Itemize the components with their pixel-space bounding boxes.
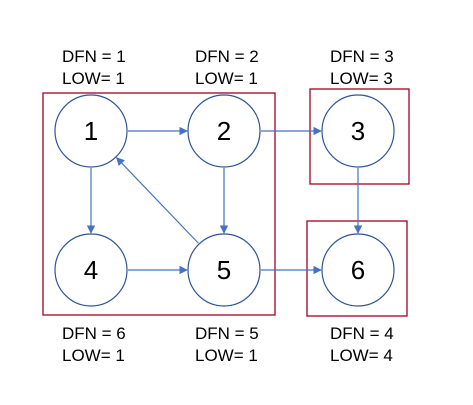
dfn-label-2: DFN = 2 — [195, 47, 259, 66]
node-5: 5 — [187, 233, 261, 307]
node-label-4: 4 — [84, 255, 98, 285]
nodes-layer: 1 2 3 4 5 6 — [54, 94, 395, 307]
node-circle-4 — [54, 233, 128, 307]
edges-layer — [86, 126, 363, 275]
node-circle-6 — [321, 233, 395, 307]
low-label-1: LOW= 1 — [62, 69, 125, 88]
dfn-label-6: DFN = 4 — [330, 324, 394, 343]
node-4: 4 — [54, 233, 128, 307]
dfn-label-4: DFN = 6 — [62, 324, 126, 343]
low-label-5: LOW= 1 — [195, 346, 258, 365]
node-label-3: 3 — [351, 116, 365, 146]
info-layer: DFN = 1 LOW= 1 DFN = 2 LOW= 1 DFN = 3 LOW= 3 D… — [62, 47, 394, 365]
node-circle-3 — [321, 94, 395, 168]
component-box-scc-c — [306, 220, 408, 317]
node-label-2: 2 — [217, 116, 231, 146]
dfn-label-5: DFN = 5 — [195, 324, 259, 343]
low-label-4: LOW= 1 — [62, 346, 125, 365]
component-box-scc-b — [309, 88, 410, 185]
components-layer — [42, 88, 410, 317]
low-label-6: LOW= 4 — [330, 346, 393, 365]
node-label-5: 5 — [217, 255, 231, 285]
node-2: 2 — [187, 94, 261, 168]
node-6: 6 — [321, 233, 395, 307]
node-circle-5 — [187, 233, 261, 307]
node-circle-2 — [187, 94, 261, 168]
dfn-label-1: DFN = 1 — [62, 47, 126, 66]
dfn-label-3: DFN = 3 — [330, 47, 394, 66]
node-label-1: 1 — [84, 116, 98, 146]
low-label-2: LOW= 1 — [195, 69, 258, 88]
node-1: 1 — [54, 94, 128, 168]
component-box-scc-a — [42, 92, 276, 316]
node-3: 3 — [321, 94, 395, 168]
low-label-3: LOW= 3 — [330, 69, 393, 88]
node-circle-1 — [54, 94, 128, 168]
edge-5-to-1 — [115, 157, 199, 244]
node-label-6: 6 — [351, 255, 365, 285]
